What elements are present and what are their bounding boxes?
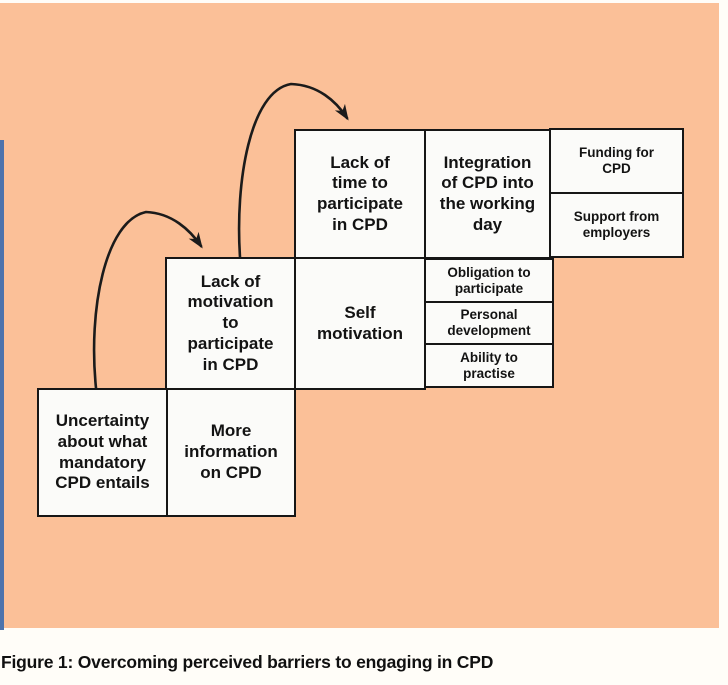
barrier-box-lack-of-time: Lack of time to participate in CPD — [294, 129, 426, 259]
left-accent-bar — [0, 140, 4, 630]
enabler-box-support-from-employers: Support from employers — [549, 192, 684, 258]
enabler-box-ability-to-practise: Ability to practise — [424, 343, 554, 388]
enabler-box-obligation-to-participate: Obligation to participate — [424, 258, 554, 303]
solution-box-self-motivation: Self motivation — [294, 257, 426, 390]
solution-box-integration-of-cpd: Integration of CPD into the working day — [424, 129, 551, 259]
barrier-box-uncertainty: Uncertainty about what mandatory CPD ent… — [37, 388, 168, 517]
figure-caption: Figure 1: Overcoming perceived barriers … — [1, 652, 494, 672]
enabler-box-funding-for-cpd: Funding for CPD — [549, 128, 684, 194]
barrier-box-lack-of-motivation: Lack of motivation to participate in CPD — [165, 257, 296, 390]
solution-box-more-information: More information on CPD — [166, 388, 296, 517]
enabler-box-personal-development: Personal development — [424, 301, 554, 345]
